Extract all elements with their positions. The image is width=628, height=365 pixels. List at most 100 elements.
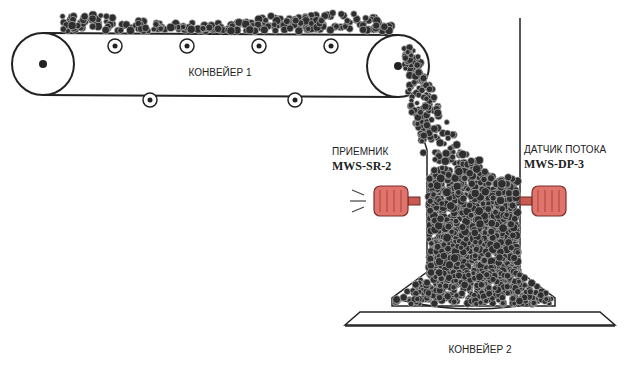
coal-lump (68, 22, 76, 30)
coal-lump (458, 150, 466, 158)
sensor-body (532, 186, 566, 216)
coal-lump (437, 295, 442, 300)
coal-lump (159, 25, 165, 31)
roller-axle (148, 98, 153, 103)
coal-lump (426, 86, 433, 93)
coal-lump (419, 87, 425, 93)
roller-layer (108, 39, 338, 107)
sensor-body (374, 186, 408, 216)
coal-lump (488, 219, 496, 227)
coal-lump (283, 18, 290, 25)
coal-lump (484, 272, 490, 278)
coal-lump (439, 165, 444, 170)
coal-lump (441, 157, 449, 165)
coal-lump (495, 190, 502, 197)
coal-lump (417, 109, 423, 115)
coal-lump (514, 288, 521, 295)
coal-lump (180, 23, 186, 29)
sensor-node: ПРИЕМНИКMWS-SR-2 (332, 146, 422, 184)
coal-lump (453, 141, 461, 149)
coal-lump (490, 276, 496, 282)
coal-lump (499, 224, 508, 233)
conveyor-node: КОНВЕЙЕР 1 (60, 62, 380, 84)
idler-roller (288, 93, 302, 107)
coal-lump (504, 212, 510, 218)
coal-lump (427, 207, 434, 214)
coal-lump (427, 198, 433, 204)
coal-lump (485, 252, 492, 259)
coal-lump (499, 205, 506, 212)
coal-lump (544, 297, 549, 302)
node-label: КОНВЕЙЕР 2 (449, 344, 512, 357)
coal-lump (433, 275, 438, 280)
coal-lump (98, 13, 103, 18)
coal-lump (415, 121, 420, 126)
sensor-rib (401, 190, 402, 212)
coal-lump (271, 22, 277, 28)
coal-lump (428, 182, 434, 188)
coal-lump (405, 49, 410, 54)
coal-lump (89, 15, 96, 22)
sensor-rib (387, 190, 388, 212)
coal-lump (306, 26, 311, 31)
coal-lump (461, 281, 469, 289)
coal-lump (153, 21, 159, 27)
hopper (392, 272, 555, 306)
coal-lump (89, 23, 96, 30)
coal-lump (180, 24, 185, 29)
coal-lump (260, 26, 268, 34)
conveyor-node: КОНВЕЙЕР 2 (345, 326, 615, 356)
coal-lump (466, 202, 473, 209)
coal-lump (496, 254, 504, 262)
coal-lump (504, 283, 510, 289)
node-label: КОНВЕЙЕР 1 (189, 67, 252, 80)
coal-lump (461, 175, 467, 181)
coal-lump (447, 145, 453, 151)
coal-lump (344, 18, 350, 24)
coal-lump (167, 23, 175, 31)
coal-lump (466, 169, 474, 177)
coal-lump (351, 11, 357, 17)
coal-lump (466, 272, 472, 278)
roller-rim (108, 39, 122, 53)
coal-lump (478, 300, 483, 305)
roller-axle (329, 44, 334, 49)
coal-lump (393, 296, 401, 304)
coal-lump (508, 245, 514, 251)
coal-lump (485, 206, 492, 213)
coal-lump (488, 173, 496, 181)
coal-lump (287, 25, 294, 32)
coal-lump (481, 176, 487, 182)
coal-lump (468, 212, 474, 218)
coal-lump (363, 15, 369, 21)
coal-lump (440, 252, 448, 260)
coal-lump (102, 26, 110, 34)
coal-lump (408, 102, 414, 108)
pulley-axle (39, 60, 47, 68)
coal-lump (537, 292, 544, 299)
coal-lump (476, 273, 484, 281)
coal-lump (481, 168, 488, 175)
coal-lump (415, 296, 420, 301)
coal-lump (437, 283, 442, 288)
coal-lump (381, 23, 388, 30)
coal-lump (490, 195, 496, 201)
sensor-mount (520, 197, 532, 205)
coal-lump (445, 135, 451, 141)
coal-lump (445, 171, 452, 178)
coal-lump (200, 25, 206, 31)
coal-lump (425, 290, 432, 297)
sensor-rib (380, 190, 381, 212)
node-label: ПРИЕМНИК (332, 146, 388, 159)
coal-lump (118, 27, 124, 33)
coal-lump (431, 125, 439, 133)
coal-lump (272, 27, 279, 34)
pulley (12, 33, 74, 95)
coal-lump (407, 87, 412, 92)
coal-lump (60, 14, 65, 19)
coal-lump (509, 202, 516, 209)
idler-roller (180, 39, 194, 53)
pulley (367, 35, 429, 97)
coal-lump (443, 283, 449, 289)
coal-lump (445, 221, 453, 229)
